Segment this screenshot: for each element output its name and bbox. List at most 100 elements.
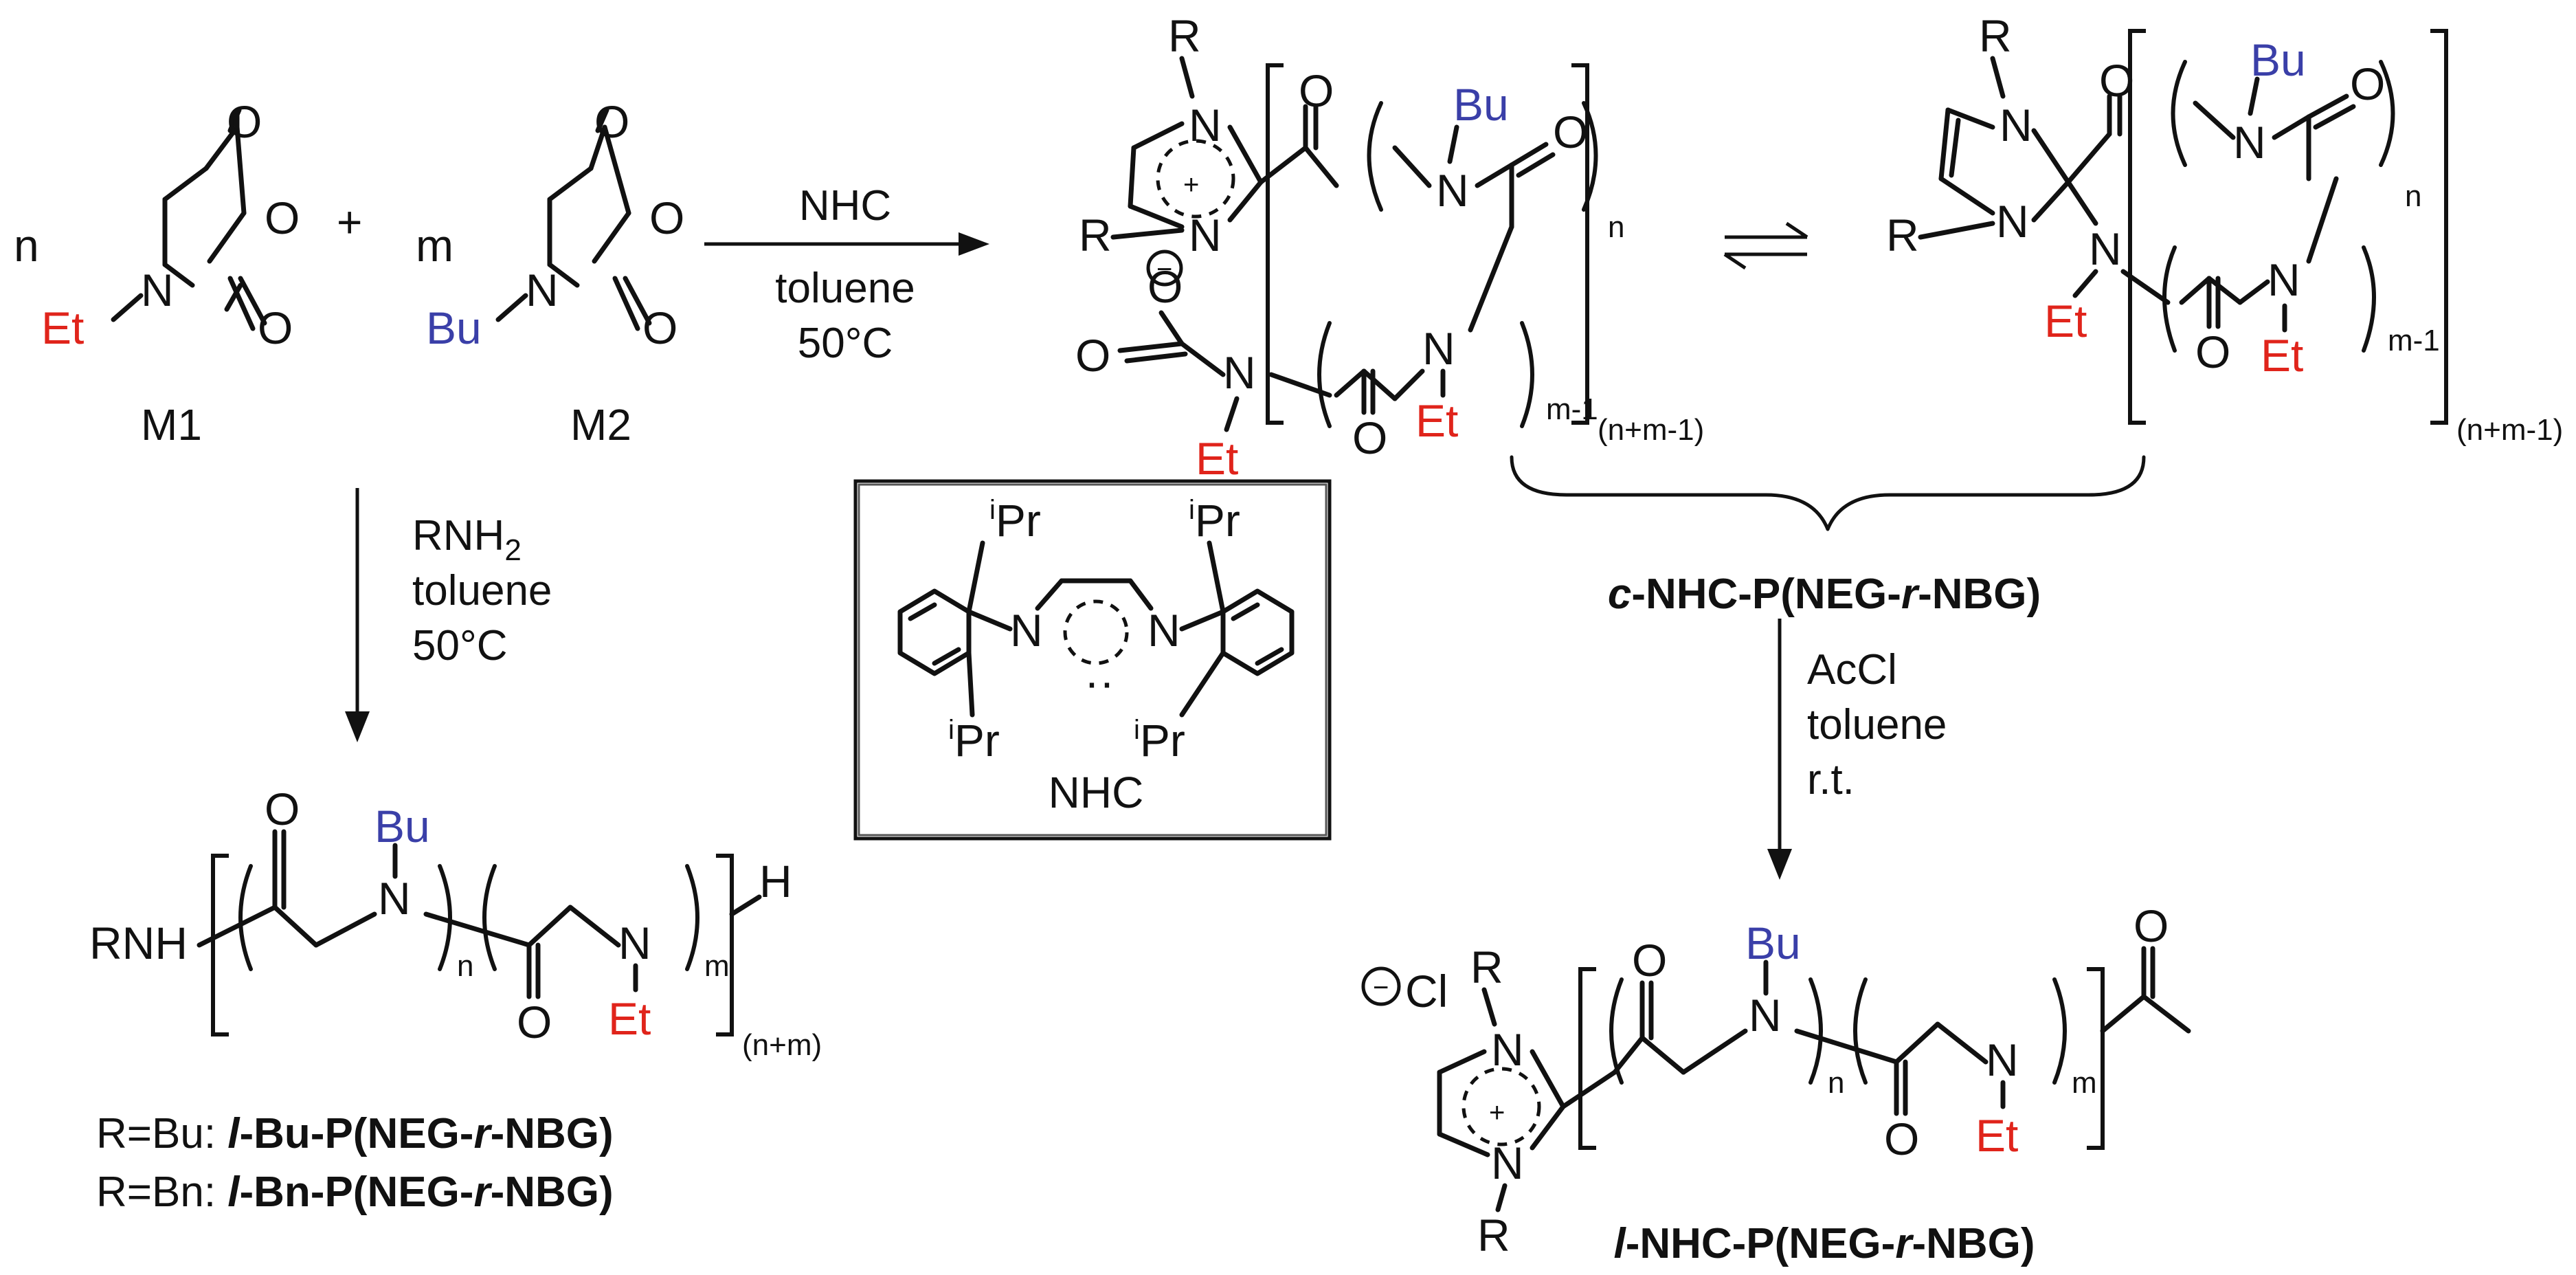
linear-nhc-ethyl: Et [1975,1110,2018,1161]
spiro-carbonyl-o2: O [2350,58,2385,109]
linear-nhc-product-label: l-NHC-P(NEG-r-NBG) [1613,1220,2035,1267]
zwitterion-butyl: Bu [1453,79,1509,130]
linear-nhc-n-bottom: N [1491,1138,1524,1188]
linear-nhc-n1: N [1749,990,1782,1041]
zwitterion-backbone-n1: N [1436,165,1469,216]
m1-ethyl-group: Et [41,302,84,353]
monomer-m1: n O O N O Et M1 [14,96,300,450]
monomer-m2: m O O N O Bu M2 [416,96,684,450]
linear-amine-carbonyl-o2: O [517,997,552,1047]
linear-amine-ethyl: Et [608,993,651,1044]
linear-nhc-product: − Cl R N + N R O N Bu n O N [1361,900,2191,1267]
zwitterion-ethyl-1: Et [1196,433,1238,484]
zwitterion-carbamate-n: N [1223,347,1256,398]
m1-carbonyl-oxygen-bottom: O [258,302,293,353]
zwitterion-plus-charge: + [1183,170,1199,200]
linear-nhc-butyl: Bu [1745,918,1801,968]
nhc-condition-solvent: toluene [775,265,915,312]
spiro-backbone-n1: N [2233,117,2266,168]
catalyst-carbene-dots: ·· [1084,656,1115,707]
zwitterion-index-n-plus-m-minus-1: (n+m-1) [1598,413,1704,447]
m2-carbonyl-oxygen-top: O [594,96,629,147]
linear-bu-product-label: R=Bu: l-Bu-P(NEG-r-NBG) [96,1110,614,1157]
m1-nitrogen: N [141,265,174,315]
linear-amine-butyl: Bu [374,801,430,852]
amine-condition-temperature: 50°C [412,622,508,669]
spiro-index-m-minus-1: m-1 [2388,324,2440,357]
linear-nhc-acetyl-o: O [2133,900,2169,951]
zwitterion-carbamate-o: O [1075,330,1110,381]
linear-bn-product-label: R=Bn: l-Bn-P(NEG-r-NBG) [96,1168,614,1216]
catalyst-ipr-1: iPr [989,495,1041,546]
catalyst-ipr-3: iPr [948,715,1000,766]
chloride-counterion: Cl [1405,966,1448,1017]
linear-amine-index-m: m [704,949,730,983]
m1-ring-oxygen: O [265,192,300,243]
spiro-ethyl-1: Et [2044,296,2087,346]
acyl-chloride-arrow: AcCl toluene r.t. [1767,619,1947,880]
spiro-carbonyl-o3: O [2195,326,2230,377]
zwitterion-ethyl-2: Et [1415,395,1458,446]
spiro-butyl: Bu [2250,34,2306,85]
spiro-index-n-plus-m-minus-1: (n+m-1) [2456,413,2563,447]
m2-butyl-group: Bu [426,302,482,353]
chloride-minus-charge: − [1373,973,1389,1003]
m2-nitrogen: N [526,265,559,315]
m2-ring-oxygen: O [649,192,684,243]
linear-amine-product: RNH O N Bu n O N Et m H (n+m) R=Bu: l-Bu… [89,784,822,1216]
coefficient-n: n [14,220,39,271]
linear-amine-index-n: n [457,949,473,983]
nhc-condition-catalyst: NHC [799,182,891,230]
coefficient-m: m [416,220,453,271]
linear-amine-index-n-plus-m: (n+m) [742,1028,822,1062]
zwitterion-carbonyl-o2: O [1553,107,1588,157]
amine-initiated-arrow: RNH2 toluene 50°C [345,488,552,742]
zwitterion-r-top: R [1168,10,1201,61]
nhc-reaction-arrow: NHC toluene 50°C [704,182,989,367]
zwitterion-backbone-n2: N [1422,323,1455,374]
cyclic-zwitterion: R N + N R O N Bu O n (n+m-1) O − [1075,10,1704,484]
zwitterion-r-bottom: R [1079,210,1112,260]
catalyst-n-left: N [1010,605,1043,656]
zwitterion-index-m-minus-1: m-1 [1546,392,1598,426]
spiro-backbone-n2: N [2267,254,2300,305]
linear-amine-n2: N [618,918,651,968]
linear-nhc-r-bottom: R [1477,1210,1510,1261]
nhc-condition-temperature: 50°C [798,320,893,367]
zwitterion-minus-charge: − [1156,254,1172,285]
zwitterion-carboxylate-c: O [1147,261,1183,312]
spiro-n-top: N [2000,100,2032,151]
linear-nhc-r-top: R [1470,942,1503,993]
linear-amine-h-terminus: H [759,856,792,907]
linear-nhc-n-top: N [1491,1024,1524,1075]
spiro-r-top: R [1979,10,2012,61]
spiro-n-bottom: N [1996,196,2029,247]
linear-nhc-plus-charge: + [1489,1098,1505,1128]
cyclic-spiro-form: R N N R N Et O N Bu O n O [1886,10,2563,447]
zwitterion-carbonyl-o1: O [1299,65,1334,116]
zwitterion-index-n: n [1608,210,1624,244]
linear-nhc-index-n: n [1828,1066,1844,1100]
reaction-plus: + [337,197,362,247]
acyl-condition-solvent: toluene [1807,701,1947,749]
m1-carbonyl-oxygen-top: O [227,96,262,147]
catalyst-n-right: N [1147,605,1180,656]
zwitterion-carbonyl-o3: O [1352,412,1387,463]
equilibrium-arrows [1723,221,1808,270]
linear-amine-rnh: RNH [89,918,188,968]
zwitterion-n-bottom: N [1189,210,1222,260]
cyclic-species-brace [1510,455,2146,531]
spiro-index-n: n [2405,179,2421,213]
linear-nhc-index-m: m [2072,1066,2097,1100]
acyl-condition-temperature: r.t. [1807,756,1855,803]
linear-amine-carbonyl-o1: O [265,784,300,834]
catalyst-ipr-4: iPr [1134,715,1185,766]
linear-nhc-carbonyl-o1: O [1632,935,1667,986]
spiro-ethyl-2: Et [2261,330,2303,381]
amine-condition-initiator: RNH2 [412,512,522,567]
acyl-condition-reagent: AcCl [1807,646,1897,694]
m2-label: M2 [570,400,631,450]
nhc-catalyst-box: iPr iPr iPr iPr N N ·· NHC [853,479,1332,841]
linear-nhc-carbonyl-o2: O [1884,1113,1919,1164]
